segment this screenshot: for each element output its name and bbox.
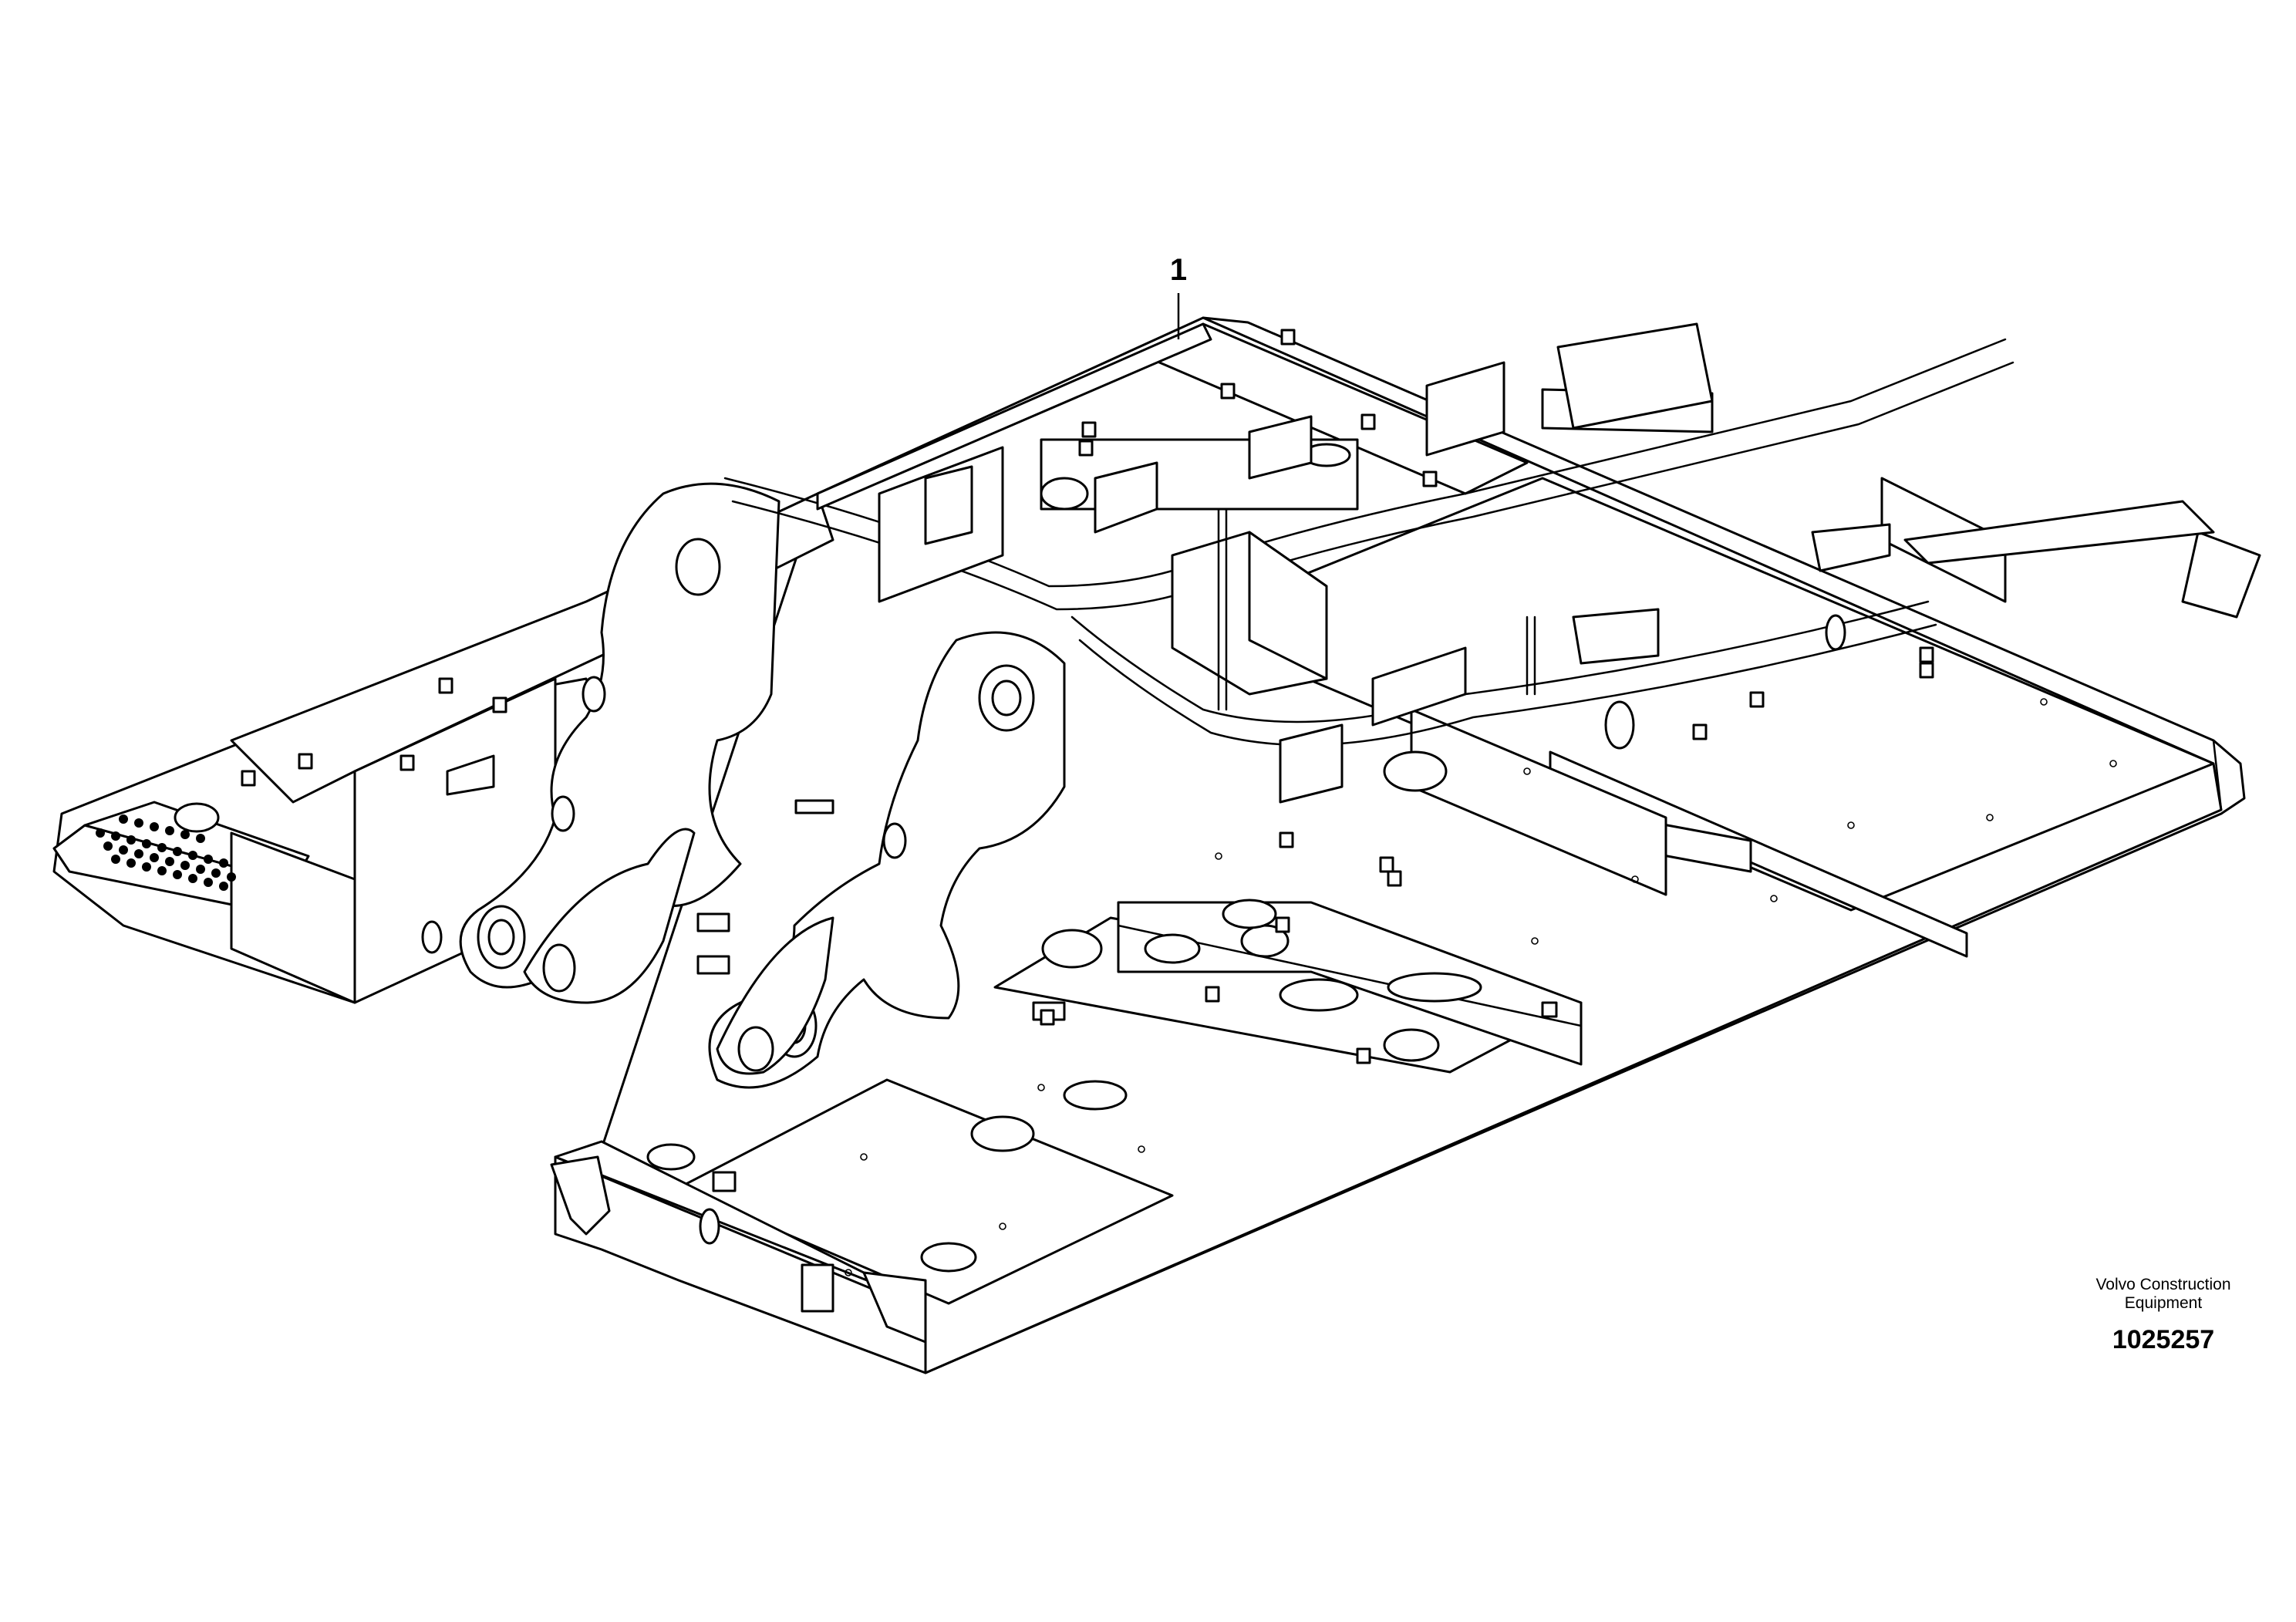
publisher-line-1: Volvo Construction (2095, 1276, 2231, 1293)
mounting-blocks (241, 329, 1934, 1192)
side-openings (1041, 614, 1846, 969)
step-perforation (96, 814, 236, 891)
right-cross-members (1410, 388, 2261, 958)
center-channel (1117, 899, 1583, 1066)
boom-mount-plate-left (459, 482, 781, 989)
front-lift-brackets (550, 1155, 927, 1344)
publisher-line-2: Equipment (2124, 1294, 2203, 1313)
front-bottom-member (554, 1080, 1128, 1374)
yoke-lower (523, 828, 1066, 1075)
figure-number: 1025257 (2112, 1325, 2215, 1354)
rail-brackets (1171, 322, 1891, 804)
publisher-label: Volvo Construction Equipment (2036, 1276, 2291, 1313)
part-callout-label: 1 (1169, 253, 1188, 287)
floor-plate (585, 316, 2223, 1374)
upper-rear-frame (816, 322, 1359, 603)
